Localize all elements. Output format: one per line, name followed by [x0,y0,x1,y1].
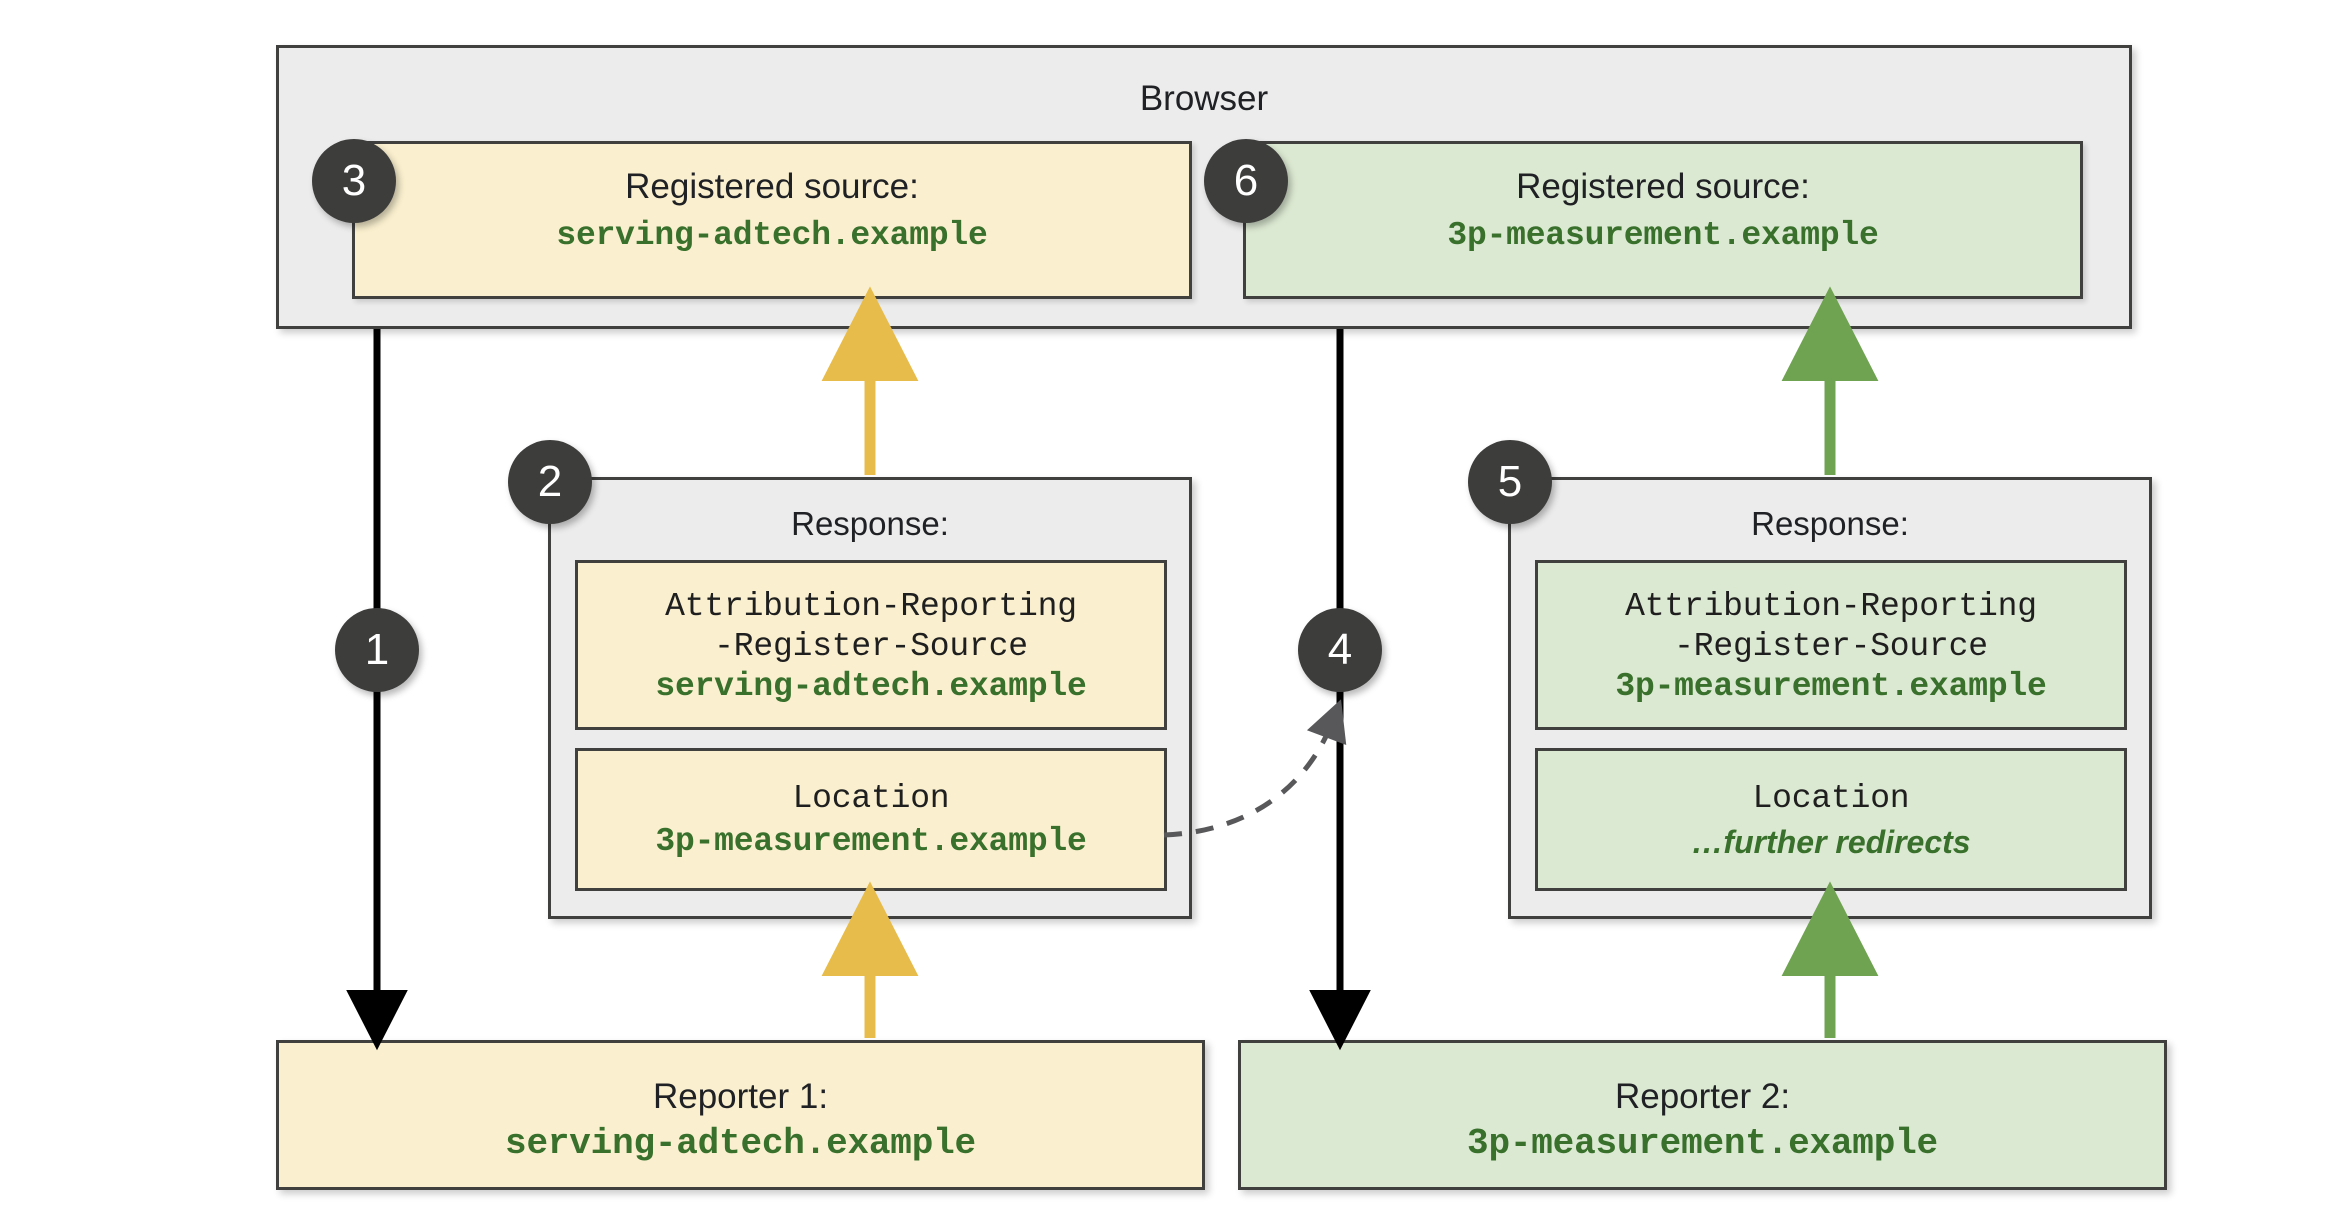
response-1-header-2: Location 3p-measurement.example [575,748,1167,891]
response-2-header-2: Location …further redirects [1535,748,2127,891]
registered-source-box-1: Registered source: serving-adtech.exampl… [352,141,1192,299]
browser-title: Browser [1139,79,1269,118]
step-badge-1: 1 [335,608,419,692]
header-value: 3p-measurement.example [655,823,1087,860]
header-name-line1: Location [1752,780,1910,817]
header-name-line1: Attribution-Reporting [665,588,1077,625]
response-box-1: Response: Attribution-Reporting -Registe… [548,477,1192,919]
step-badge-5: 5 [1468,440,1552,524]
step-badge-2: 2 [508,440,592,524]
registered-source-heading-1: Registered source: [625,167,919,206]
header-name-line2: -Register-Source [1674,628,1988,665]
header-name-line1: Attribution-Reporting [1625,588,2037,625]
reporter-heading-2: Reporter 2: [1614,1077,1791,1116]
response-box-2: Response: Attribution-Reporting -Registe… [1508,477,2152,919]
reporter-heading-1: Reporter 1: [652,1077,829,1116]
header-name-line1: Location [792,780,950,817]
reporter-value-2: 3p-measurement.example [1467,1123,1938,1164]
registered-source-value-1: serving-adtech.example [556,217,988,254]
header-value: …further redirects [1691,824,1971,860]
registered-source-box-2: Registered source: 3p-measurement.exampl… [1243,141,2083,299]
response-1-header-1: Attribution-Reporting -Register-Source s… [575,560,1167,730]
step-badge-4: 4 [1298,608,1382,692]
header-value: serving-adtech.example [655,668,1087,705]
reporter-value-1: serving-adtech.example [505,1123,976,1164]
reporter-box-2: Reporter 2: 3p-measurement.example [1238,1040,2167,1190]
registered-source-value-2: 3p-measurement.example [1447,217,1879,254]
header-value: 3p-measurement.example [1615,668,2047,705]
response-2-header-1: Attribution-Reporting -Register-Source 3… [1535,560,2127,730]
step-badge-3: 3 [312,139,396,223]
response-heading-2: Response: [1751,505,1909,542]
registered-source-heading-2: Registered source: [1516,167,1810,206]
step-badge-6: 6 [1204,139,1288,223]
reporter-box-1: Reporter 1: serving-adtech.example [276,1040,1205,1190]
response-heading-1: Response: [791,505,949,542]
header-name-line2: -Register-Source [714,628,1028,665]
